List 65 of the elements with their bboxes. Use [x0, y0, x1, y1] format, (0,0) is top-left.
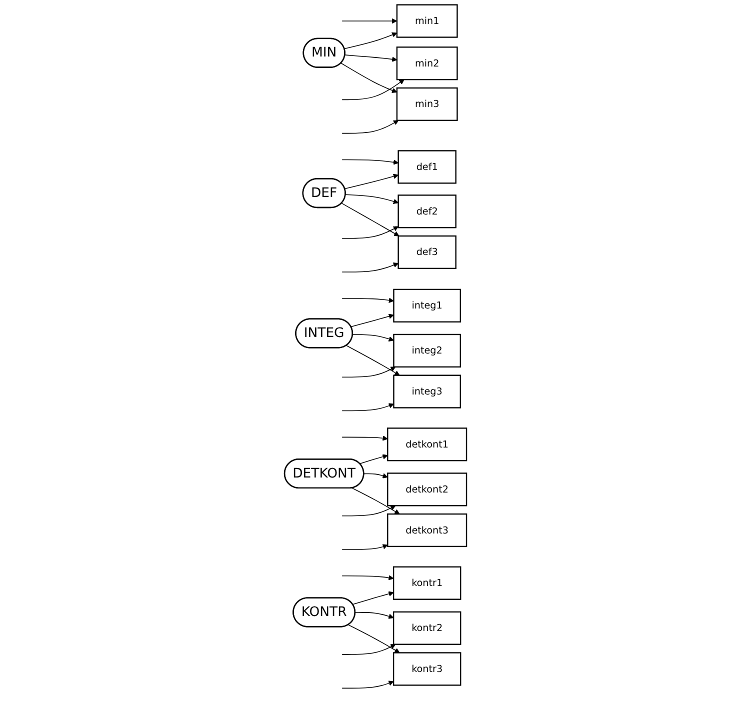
node-label: min3 [415, 98, 440, 110]
indicator-box [394, 334, 462, 368]
node-label: KONTR [302, 604, 348, 620]
node-label: min1 [415, 15, 440, 26]
node-label: integ2 [412, 344, 443, 356]
indicator-box [398, 194, 457, 228]
node-label: integ3 [412, 386, 443, 397]
node-label: DETKONT [293, 466, 356, 482]
arrow [342, 202, 400, 236]
arrow [364, 473, 388, 478]
arrow [351, 314, 394, 328]
arrow [344, 174, 400, 190]
node-label: detkont1 [406, 438, 449, 450]
arrow [352, 591, 394, 605]
node-label: def1 [416, 160, 438, 172]
node-label: detkont3 [406, 524, 449, 536]
arrow [342, 159, 400, 165]
indicator-box [393, 652, 462, 686]
node-label: integ1 [412, 300, 443, 312]
arrow [346, 194, 400, 204]
arrow [342, 18, 398, 24]
arrow [355, 612, 394, 619]
arrow [342, 644, 396, 655]
arrow [342, 262, 400, 272]
node-label: DEF [311, 186, 338, 201]
indicator-box [396, 4, 458, 38]
arrow [342, 79, 405, 100]
arrow [346, 345, 400, 376]
indicator-box [398, 150, 457, 184]
node-label: kontr2 [412, 622, 444, 634]
indicator-box [394, 374, 462, 408]
arrow [342, 575, 394, 580]
indicator-box [393, 566, 462, 600]
indicator-box [398, 235, 457, 270]
arrow [342, 226, 400, 239]
node-label: detkont2 [406, 483, 449, 495]
indicator-box [396, 87, 458, 121]
indicator-box [393, 611, 462, 645]
arrow [342, 298, 394, 303]
arrow [352, 488, 400, 514]
indicator-box [388, 428, 468, 462]
arrow [348, 624, 400, 653]
arrow [352, 334, 394, 342]
arrow [342, 544, 388, 550]
node-label: kontr3 [412, 662, 444, 674]
arrow [345, 54, 398, 62]
indicator-box [388, 513, 468, 548]
arrow [341, 62, 398, 93]
node-label: min2 [415, 57, 440, 69]
indicator-box [388, 472, 468, 506]
arrow [342, 120, 400, 134]
indicator-box [396, 46, 458, 80]
node-label: MIN [312, 45, 338, 60]
node-label: kontr1 [412, 577, 444, 589]
arrow [344, 32, 398, 50]
node-label: def2 [416, 205, 438, 217]
arrow [360, 454, 388, 464]
arrow [342, 680, 394, 689]
arrow [342, 403, 394, 412]
node-label: INTEG [304, 326, 345, 341]
arrow [342, 505, 396, 516]
node-label: def3 [416, 246, 438, 258]
indicator-box [394, 288, 462, 322]
arrow [342, 366, 396, 378]
arrow [342, 436, 388, 441]
